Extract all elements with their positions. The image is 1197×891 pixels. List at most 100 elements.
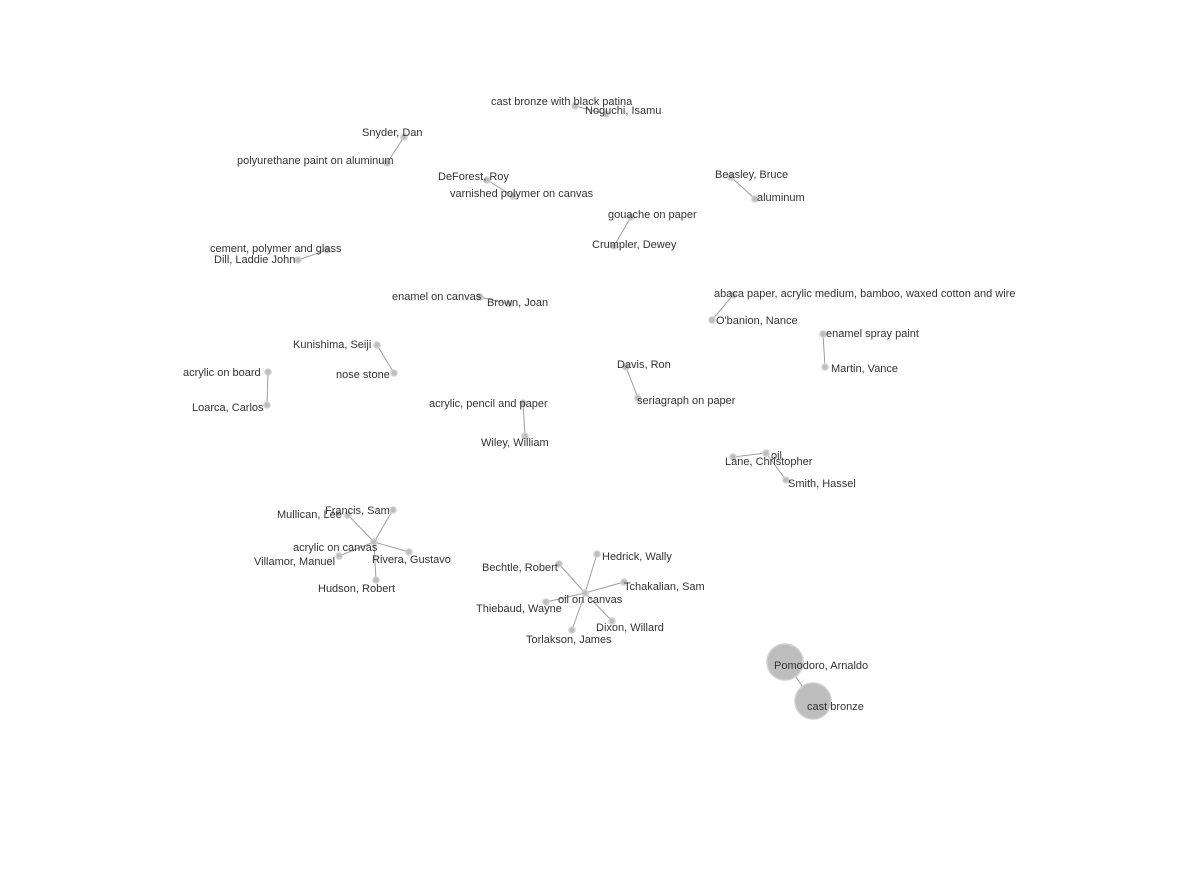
node-label: Smith, Hassel: [788, 478, 856, 490]
graph-link: [584, 592, 613, 622]
graph-node-deforest-roy[interactable]: [483, 176, 491, 184]
graph-link: [522, 402, 526, 437]
graph-node-varnished-polymer-on-canvas[interactable]: [509, 192, 517, 200]
node-label: oil on canvas: [558, 594, 623, 606]
graph-link: [479, 296, 510, 305]
node-label: Torlakson, James: [526, 634, 612, 646]
graph-link: [376, 344, 395, 374]
graph-node-aluminum[interactable]: [751, 195, 759, 203]
graph-node-hedrick-wally[interactable]: [593, 550, 601, 558]
node-label: acrylic on board: [183, 367, 261, 379]
node-label: O'banion, Nance: [716, 315, 798, 327]
graph-node-dixon-willard[interactable]: [608, 617, 616, 625]
node-label: acrylic, pencil and paper: [429, 398, 548, 410]
graph-node-oil-on-canvas[interactable]: [581, 589, 589, 597]
node-label: varnished polymer on canvas: [450, 188, 594, 200]
graph-node-cast-bronze-with-black-patina[interactable]: [571, 102, 579, 110]
graph-node-polyurethane-paint-on-aluminum[interactable]: [383, 159, 391, 167]
node-label: Bechtle, Robert: [482, 562, 558, 574]
node-label: Hedrick, Wally: [602, 551, 672, 563]
graph-node-lane-christopher[interactable]: [729, 453, 737, 461]
graph-node-enamel-on-canvas[interactable]: [476, 293, 484, 301]
node-label: Tchakalian, Sam: [624, 581, 705, 593]
graph-node-bechtle-robert[interactable]: [555, 560, 563, 568]
graph-link: [558, 563, 586, 594]
node-label: Snyder, Dan: [362, 127, 423, 139]
graph-link: [765, 452, 787, 481]
node-label: cement, polymer and glass: [210, 243, 342, 255]
graph-node-dill-laddie-john[interactable]: [294, 256, 302, 264]
node-label: oil: [771, 450, 782, 462]
node-label: Loarca, Carlos: [192, 402, 264, 414]
graph-node-acrylic-on-canvas[interactable]: [370, 538, 378, 546]
graph-node-beasley-bruce[interactable]: [727, 173, 735, 181]
graph-node-noguchi-isamu[interactable]: [602, 110, 610, 118]
node-label: Hudson, Robert: [318, 583, 395, 595]
node-label: nose stone: [336, 369, 390, 381]
node-label: Lane, Christopher: [725, 456, 813, 468]
graph-node-villamor-manuel[interactable]: [335, 552, 343, 560]
graph-node-pomodoro-arnaldo[interactable]: [766, 643, 804, 681]
node-label: DeForest, Roy: [438, 171, 509, 183]
graph-node-kunishima-seiji[interactable]: [373, 341, 381, 349]
graph-link: [730, 176, 756, 200]
node-label: cast bronze with black patina: [491, 96, 633, 108]
node-label: Kunishima, Seiji: [293, 339, 371, 351]
graph-node-francis-sam[interactable]: [389, 506, 397, 514]
node-label: Thiebaud, Wayne: [476, 603, 562, 615]
graph-node-wiley-william[interactable]: [521, 432, 529, 440]
node-label: Pomodoro, Arnaldo: [774, 660, 868, 672]
graph-link: [584, 581, 625, 594]
graph-node-abaca-paper-acrylic-medium-bamboo-waxed-cotton-and-wire[interactable]: [729, 291, 737, 299]
graph-node-tchakalian-sam[interactable]: [620, 578, 628, 586]
graph-node-enamel-spray-paint[interactable]: [819, 330, 827, 338]
graph-link: [338, 541, 375, 557]
graph-node-rivera-gustavo[interactable]: [405, 548, 413, 556]
graph-node-nose-stone[interactable]: [390, 369, 398, 377]
graph-link: [732, 452, 767, 458]
node-label: gouache on paper: [608, 209, 697, 221]
graph-node-mullican-lee[interactable]: [344, 511, 352, 519]
node-label: Martin, Vance: [831, 363, 898, 375]
graph-link: [297, 249, 328, 261]
graph-node-brown-joan[interactable]: [505, 300, 513, 308]
node-label: acrylic on canvas: [293, 542, 378, 554]
graph-node-hudson-robert[interactable]: [372, 576, 380, 584]
node-label: seriagraph on paper: [637, 395, 736, 407]
graph-link: [574, 105, 607, 115]
graph-node-crumpler-dewey[interactable]: [610, 242, 618, 250]
graph-node-oil[interactable]: [762, 449, 770, 457]
node-label: Dixon, Willard: [596, 622, 664, 634]
node-label: cast bronze: [807, 701, 864, 713]
graph-link: [373, 509, 394, 543]
graph-node-torlakson-james[interactable]: [568, 626, 576, 634]
graph-node-acrylic-on-board[interactable]: [264, 368, 272, 376]
graph-node-cement-polymer-and-glass[interactable]: [323, 246, 331, 254]
node-label: enamel on canvas: [392, 291, 482, 303]
graph-node-smith-hassel[interactable]: [782, 476, 790, 484]
graph-node-o-banion-nance[interactable]: [708, 316, 716, 324]
graph-node-cast-bronze[interactable]: [794, 682, 832, 720]
graph-node-snyder-dan[interactable]: [400, 133, 408, 141]
node-label: Brown, Joan: [487, 297, 548, 309]
graph-link: [711, 294, 734, 321]
graph-node-loarca-carlos[interactable]: [263, 401, 271, 409]
graph-link: [347, 514, 375, 543]
node-label: Dill, Laddie John: [214, 254, 295, 266]
node-label: Noguchi, Isamu: [585, 105, 661, 117]
graph-node-martin-vance[interactable]: [821, 363, 829, 371]
graph-node-davis-ron[interactable]: [622, 363, 630, 371]
graph-link: [373, 541, 410, 553]
graph-link: [625, 366, 639, 399]
graph-node-gouache-on-paper[interactable]: [627, 213, 635, 221]
graph-link: [822, 333, 826, 368]
nodes-layer: [263, 102, 832, 720]
graph-link: [373, 541, 377, 581]
graph-link: [266, 371, 269, 406]
graph-node-seriagraph-on-paper[interactable]: [634, 394, 642, 402]
graph-node-thiebaud-wayne[interactable]: [542, 598, 550, 606]
graph-node-acrylic-pencil-and-paper[interactable]: [519, 399, 527, 407]
node-label: Davis, Ron: [617, 359, 671, 371]
